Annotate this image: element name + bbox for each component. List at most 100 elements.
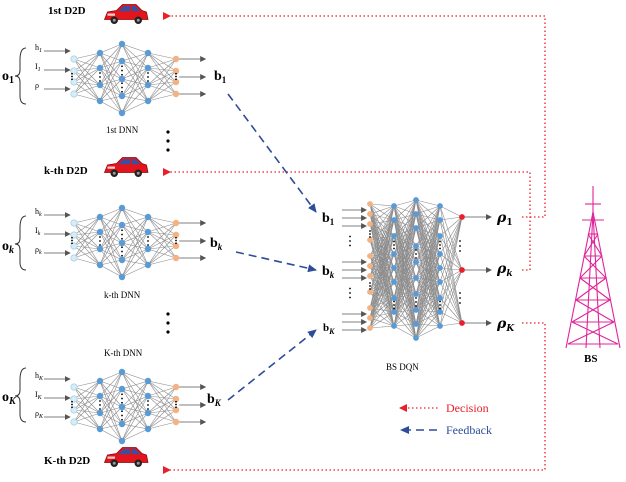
neuron bbox=[70, 418, 78, 426]
input-label: IK bbox=[35, 390, 43, 401]
neuron bbox=[172, 67, 180, 75]
feedback-arrows bbox=[227, 93, 317, 401]
neuron bbox=[70, 67, 78, 75]
neuron bbox=[367, 305, 373, 311]
neuron bbox=[437, 251, 443, 257]
neuron bbox=[70, 90, 78, 98]
neuron bbox=[437, 279, 443, 285]
neuron bbox=[367, 237, 373, 243]
neuron bbox=[391, 323, 397, 329]
neuron bbox=[118, 75, 126, 83]
svg-text:ok: ok bbox=[2, 239, 14, 256]
svg-text:o1: o1 bbox=[2, 69, 14, 86]
svg-text:oK: oK bbox=[2, 390, 17, 407]
neuron bbox=[413, 321, 419, 327]
neuron bbox=[70, 254, 78, 262]
neuron bbox=[96, 425, 104, 433]
d2d-label-Kth: K-th D2D bbox=[44, 455, 90, 467]
neuron bbox=[70, 242, 78, 250]
dnn-label-kth: k-th DNN bbox=[104, 290, 141, 300]
out-b-kth: bk bbox=[210, 236, 223, 252]
out-b-Kth: bK bbox=[207, 392, 222, 408]
neuron bbox=[172, 242, 180, 250]
neuron bbox=[367, 315, 373, 321]
neuron bbox=[144, 97, 152, 105]
neuron bbox=[118, 239, 126, 247]
neuron bbox=[367, 201, 373, 207]
tower-icon bbox=[565, 186, 621, 349]
neuron bbox=[391, 203, 397, 209]
dqn-out-rho1: ρ1 bbox=[496, 210, 513, 228]
dnn-first bbox=[44, 40, 207, 117]
neuron bbox=[172, 219, 180, 227]
out-b-first: b1 bbox=[214, 69, 227, 85]
neuron bbox=[459, 320, 465, 326]
neuron bbox=[437, 265, 443, 271]
agent-dnns bbox=[44, 40, 207, 445]
neuron bbox=[367, 221, 373, 227]
neuron bbox=[96, 392, 104, 400]
neuron bbox=[118, 92, 126, 100]
dqn-label: BS DQN bbox=[386, 362, 419, 372]
neuron bbox=[367, 263, 373, 269]
neuron bbox=[144, 245, 152, 253]
neuron bbox=[144, 81, 152, 89]
neuron bbox=[172, 254, 180, 262]
neuron bbox=[172, 383, 180, 391]
obs-first: o1 bbox=[2, 47, 27, 105]
input-label: ρ bbox=[35, 81, 39, 90]
neuron bbox=[144, 425, 152, 433]
neuron bbox=[391, 279, 397, 285]
neuron bbox=[437, 323, 443, 329]
neuron bbox=[391, 233, 397, 239]
neuron bbox=[367, 211, 373, 217]
neuron bbox=[391, 295, 397, 301]
neuron bbox=[391, 217, 397, 223]
neuron bbox=[96, 261, 104, 269]
neuron bbox=[459, 214, 465, 220]
car-icon bbox=[104, 447, 149, 468]
dqn-network bbox=[342, 197, 492, 341]
neuron bbox=[96, 213, 104, 221]
neuron bbox=[172, 395, 180, 403]
input-label: Ik bbox=[35, 226, 41, 237]
neuron bbox=[391, 309, 397, 315]
neuron bbox=[70, 78, 78, 86]
neuron bbox=[413, 307, 419, 313]
neuron bbox=[70, 219, 78, 227]
d2d-label-kth: k-th D2D bbox=[44, 165, 88, 177]
bs-dqn bbox=[342, 197, 492, 341]
input-label: ρk bbox=[35, 245, 42, 256]
neuron bbox=[437, 309, 443, 315]
input-label: hk bbox=[35, 207, 42, 218]
neuron bbox=[459, 267, 465, 273]
neuron bbox=[172, 78, 180, 86]
neuron bbox=[172, 418, 180, 426]
neuron bbox=[172, 406, 180, 414]
neuron bbox=[437, 203, 443, 209]
neuron bbox=[437, 295, 443, 301]
neuron bbox=[144, 392, 152, 400]
legend-feedback-label: Feedback bbox=[446, 423, 492, 437]
input-label: h1 bbox=[35, 43, 42, 54]
neuron bbox=[172, 231, 180, 239]
dqn-in-b1: b1 bbox=[322, 211, 335, 227]
neuron bbox=[70, 383, 78, 391]
input-label: I1 bbox=[35, 62, 41, 73]
legend-decision-label: Decision bbox=[446, 401, 489, 415]
dqn-out-rhoK: ρK bbox=[496, 316, 515, 334]
neuron bbox=[144, 261, 152, 269]
neuron bbox=[118, 221, 126, 229]
dnn-label-Kth: K-th DNN bbox=[104, 348, 143, 358]
car-icon bbox=[104, 157, 149, 178]
neuron bbox=[367, 273, 373, 279]
neuron bbox=[118, 368, 126, 376]
neuron bbox=[118, 420, 126, 428]
neuron bbox=[367, 325, 373, 331]
neuron bbox=[118, 273, 126, 281]
neuron bbox=[413, 275, 419, 281]
neuron bbox=[70, 231, 78, 239]
d2d-label-first: 1st D2D bbox=[48, 5, 86, 17]
